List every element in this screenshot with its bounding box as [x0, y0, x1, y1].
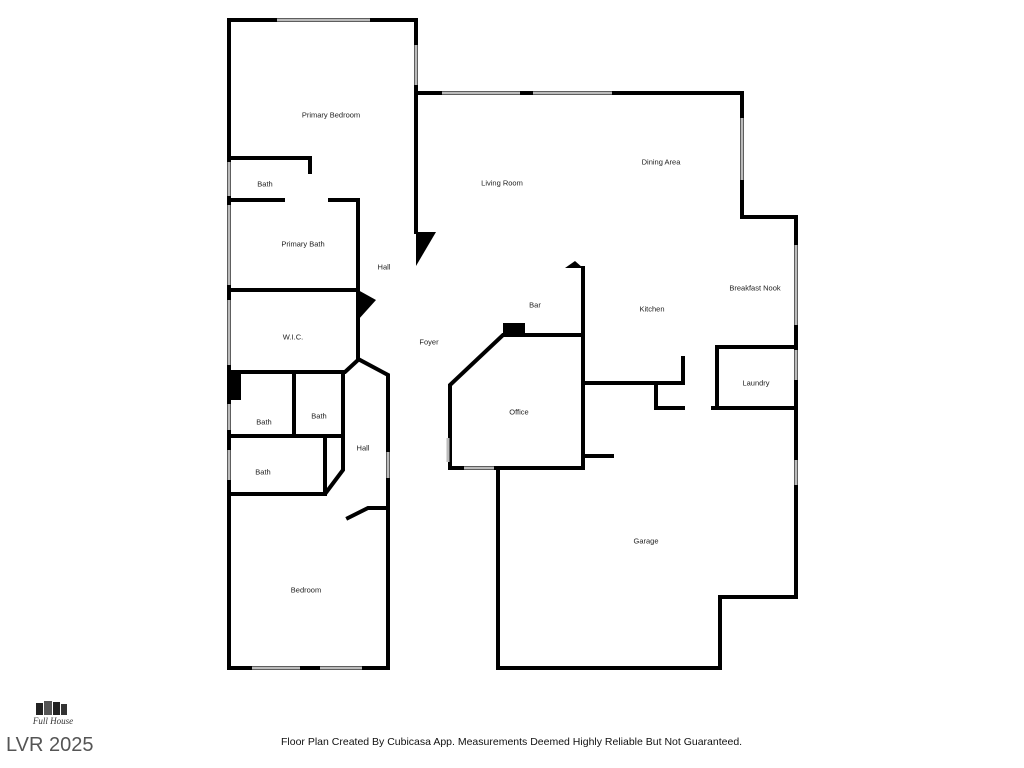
- watermark: LVR 2025: [6, 734, 94, 756]
- wall: [345, 506, 390, 521]
- full-house-logo: Full House: [32, 701, 73, 726]
- room-label-primary-bedroom: Primary Bedroom: [301, 110, 361, 120]
- wall: [227, 370, 345, 496]
- room-label-bath: Bath: [255, 467, 271, 477]
- wall: [227, 156, 312, 174]
- svg-text:Full House: Full House: [32, 716, 73, 726]
- wall: [581, 356, 685, 385]
- wall: [227, 230, 360, 374]
- room-label-living-room: Living Room: [481, 178, 523, 188]
- room-label-primary-bath: Primary Bath: [281, 239, 325, 249]
- room-label-wic: W.I.C.: [282, 332, 304, 342]
- room-label-bar: Bar: [529, 300, 541, 310]
- room-label-garage: Garage: [633, 536, 659, 546]
- windows: [227, 18, 798, 670]
- room-label-bath: Bath: [256, 417, 272, 427]
- room-label-foyer: Foyer: [419, 337, 439, 347]
- wall: [654, 381, 685, 410]
- room-label-laundry: Laundry: [742, 378, 770, 388]
- wall: [715, 345, 798, 410]
- wall-corner: [565, 261, 583, 268]
- footer-disclaimer: Floor Plan Created By Cubicasa App. Meas…: [281, 736, 743, 748]
- wall: [448, 215, 798, 670]
- wall: [414, 91, 744, 219]
- wall-corner: [229, 372, 241, 400]
- room-label-office: Office: [509, 407, 529, 417]
- room-label-kitchen: Kitchen: [639, 304, 665, 314]
- room-label-bath: Bath: [257, 179, 273, 189]
- room-label-hall: Hall: [356, 443, 370, 453]
- wall-corner: [358, 290, 376, 320]
- room-label-hall: Hall: [377, 262, 391, 272]
- room-label-dining-area: Dining Area: [641, 157, 681, 167]
- room-label-bath: Bath: [311, 411, 327, 421]
- wall-corner: [416, 232, 436, 266]
- room-label-bedroom: Bedroom: [290, 585, 322, 595]
- wall-corner: [503, 323, 525, 335]
- room-label-breakfast-nook: Breakfast Nook: [729, 283, 781, 293]
